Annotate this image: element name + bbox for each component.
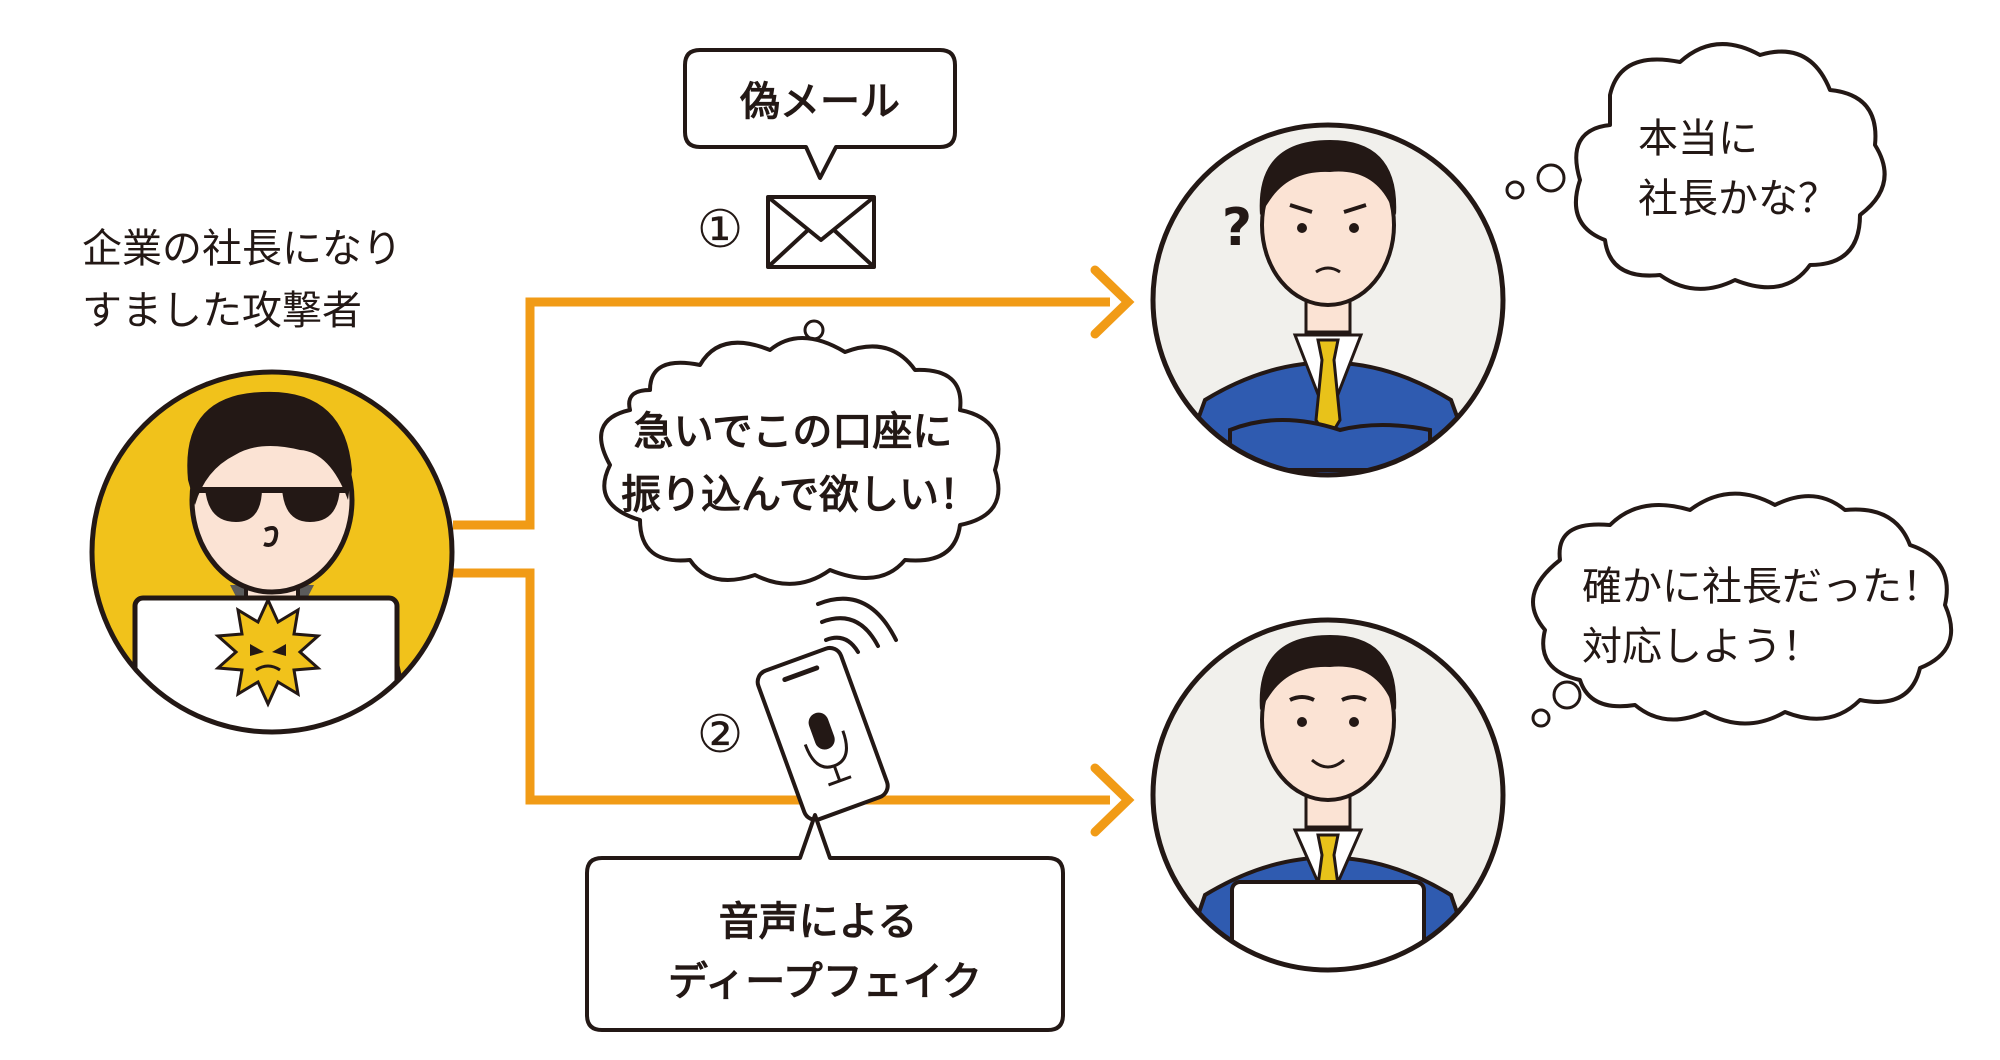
attacker-thought-text: 急いでこの口座に 振り込んで欲しい！ — [621, 409, 979, 518]
question-mark: ? — [1222, 198, 1252, 258]
victim-doubtful-thought-cloud: 本当に 社長かな？ — [1505, 42, 1887, 291]
fake-email-callout: 偽メール — [683, 48, 957, 180]
malware-icon — [214, 596, 322, 708]
deepfake-callout: 音声による ディープフェイク — [585, 813, 1065, 1032]
attacker-avatar — [89, 369, 455, 735]
step-2-marker: ② — [697, 705, 744, 765]
victim-doubtful-thought-text: 本当に 社長かな？ — [1638, 116, 1838, 222]
fake-email-label: 偽メール — [739, 79, 900, 125]
step-1-marker: ① — [697, 200, 744, 260]
smartphone-microphone-icon — [755, 645, 890, 822]
sound-waves-icon — [816, 596, 898, 654]
attacker-thought-cloud: 急いでこの口座に 振り込んで欲しい！ — [599, 319, 1001, 586]
victim-convinced-thought-text: 確かに社長だった！ 対応しよう！ — [1582, 564, 1955, 670]
deepfake-label: 音声による ディープフェイク — [668, 899, 982, 1005]
victim-doubtful-avatar: ? — [1150, 122, 1506, 478]
attacker-label: 企業の社長になり すました攻撃者 — [82, 226, 415, 334]
victim-convinced-thought-cloud: 確かに社長だった！ 対応しよう！ — [1531, 491, 1955, 728]
upper-flow-arrow — [453, 265, 1135, 530]
victim-convinced-avatar — [1150, 617, 1506, 973]
envelope-icon — [766, 195, 876, 269]
